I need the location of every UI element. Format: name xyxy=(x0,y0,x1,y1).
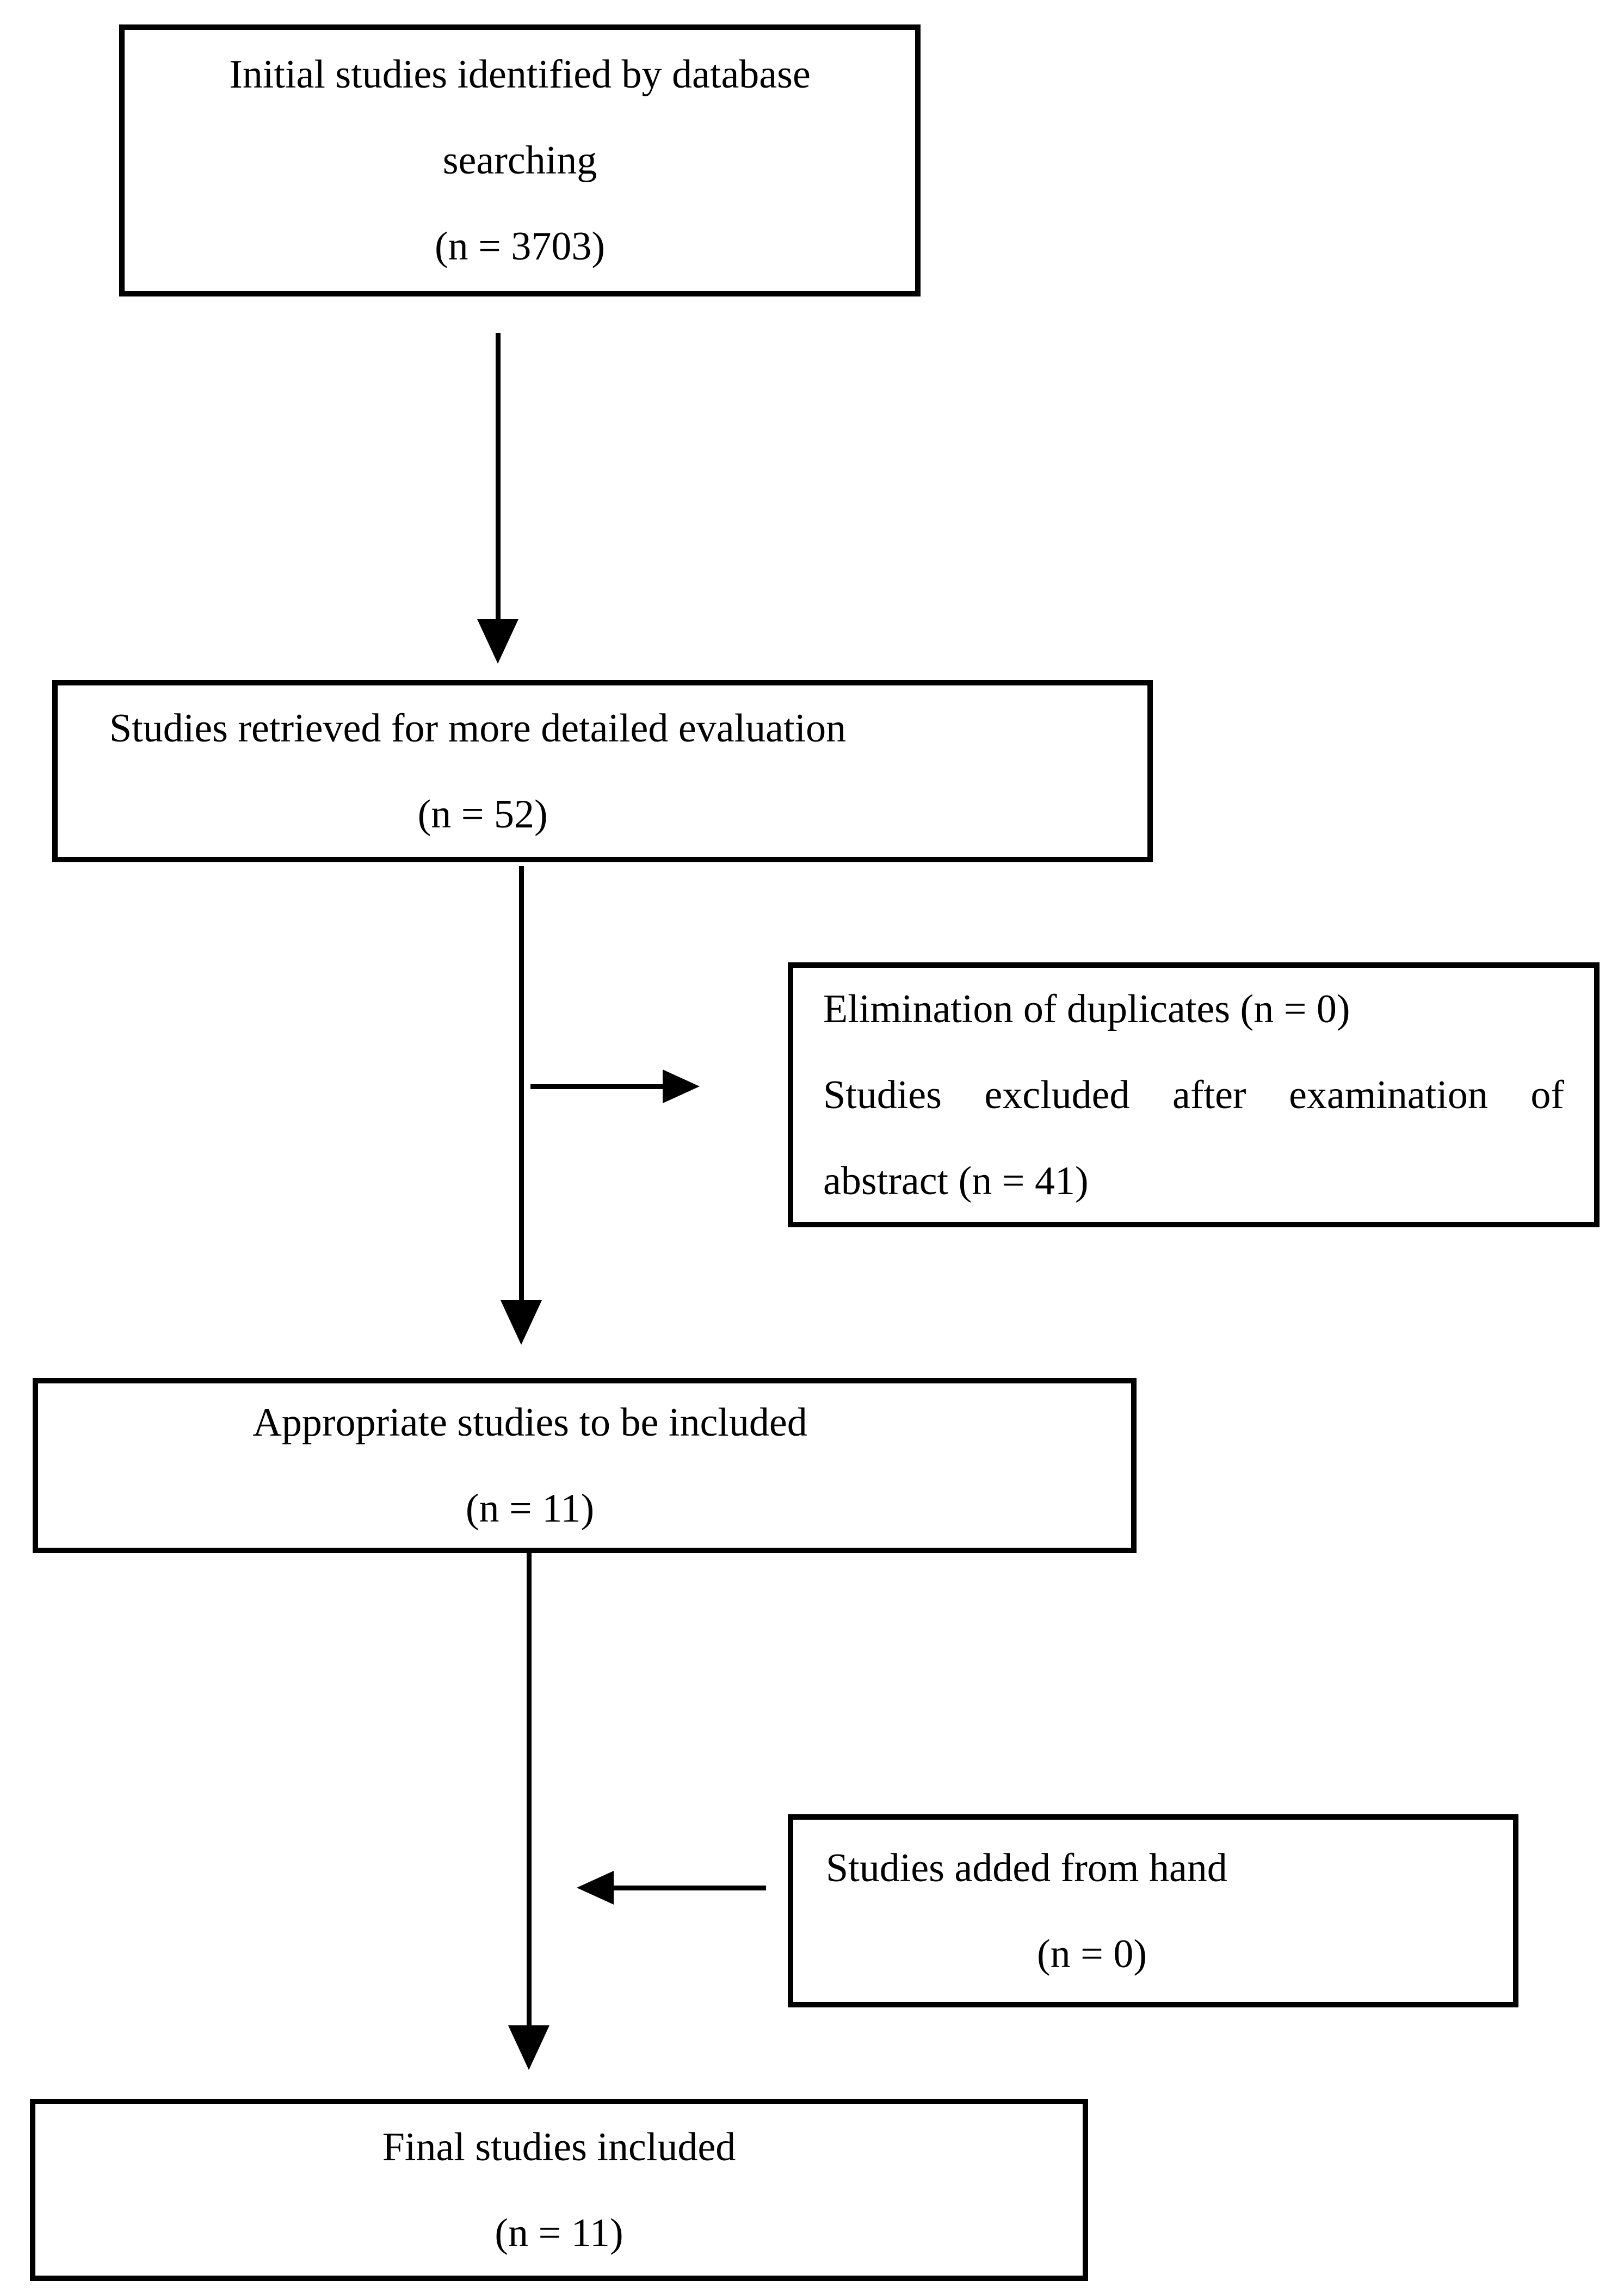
box-appropriate-line-1: Appropriate studies to be included xyxy=(252,1400,807,1445)
arrow-identified-to-retrieved-line xyxy=(496,333,501,620)
box-initial-line-1: Initial studies identified by database xyxy=(229,52,811,97)
arrow-branch-to-excluded-line xyxy=(530,1084,664,1089)
box-excluded-line-3: abstract (n = 41) xyxy=(823,1158,1089,1203)
box-initial-studies: Initial studies identified by database s… xyxy=(119,24,921,296)
arrow-identified-to-retrieved-head-icon xyxy=(477,619,518,664)
box-initial-line-2: searching xyxy=(442,138,597,183)
arrow-retrieved-to-appropriate-line xyxy=(519,866,524,1301)
arrow-branch-to-excluded-head-icon xyxy=(663,1070,700,1103)
box-final-studies: Final studies included (n = 11) xyxy=(30,2099,1088,2281)
arrow-appropriate-to-final-line xyxy=(527,1553,532,2026)
box-excluded-line-2: Studies excluded after examination of xyxy=(823,1072,1564,1117)
box-studies-excluded: Elimination of duplicates (n = 0) Studie… xyxy=(788,962,1600,1227)
box-hand-count: (n = 0) xyxy=(1037,1931,1147,1976)
arrow-hand-to-flow-line xyxy=(612,1886,766,1890)
box-studies-retrieved: Studies retrieved for more detailed eval… xyxy=(52,680,1153,862)
arrow-appropriate-to-final-head-icon xyxy=(508,2025,549,2070)
box-hand-search-studies: Studies added from hand (n = 0) xyxy=(788,1814,1518,2007)
arrow-retrieved-to-appropriate-head-icon xyxy=(501,1300,542,1345)
box-appropriate-count: (n = 11) xyxy=(465,1486,595,1531)
box-retrieved-count: (n = 52) xyxy=(417,792,548,837)
box-initial-count: (n = 3703) xyxy=(434,224,606,269)
box-excluded-line-1: Elimination of duplicates (n = 0) xyxy=(823,986,1350,1031)
box-hand-line-1: Studies added from hand xyxy=(826,1845,1227,1890)
arrow-hand-to-flow-head-icon xyxy=(577,1871,614,1905)
box-appropriate-studies: Appropriate studies to be included (n = … xyxy=(33,1378,1137,1553)
box-final-count: (n = 11) xyxy=(495,2210,623,2255)
box-final-line-1: Final studies included xyxy=(382,2124,736,2170)
box-retrieved-line-1: Studies retrieved for more detailed eval… xyxy=(109,706,847,751)
